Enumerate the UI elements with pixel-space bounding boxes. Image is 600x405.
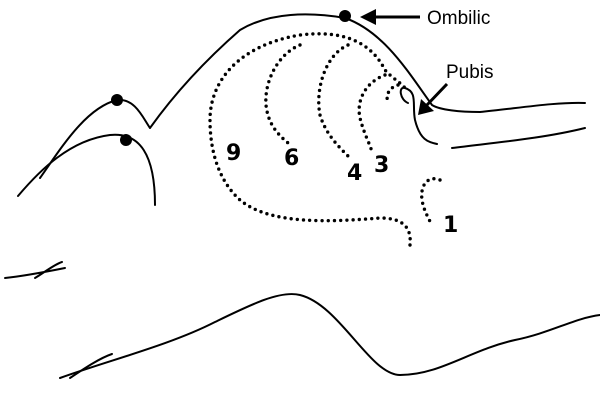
fundal-label-4: 4 — [347, 161, 362, 186]
thigh-line — [4, 261, 66, 279]
uterus-outline-4 — [317, 43, 352, 160]
ombilic-arrowhead — [360, 9, 376, 25]
ombilic-label: Ombilic — [427, 8, 490, 29]
nipple-dot-upper — [111, 94, 123, 106]
nipple-dot-lower — [120, 134, 132, 146]
fundal-label-3: 3 — [374, 153, 389, 178]
pubis-arrow — [424, 82, 449, 108]
body-outline — [39, 13, 586, 179]
pubis-outline — [399, 86, 438, 145]
body-outline-lower — [451, 127, 586, 149]
fundal-label-1: 1 — [443, 213, 458, 238]
fundal-label-9: 9 — [226, 141, 241, 166]
uterus-outline-3-inner — [385, 83, 400, 104]
uterus-outline-3 — [357, 73, 387, 154]
umbilicus-dot — [339, 10, 351, 22]
leg-outline-lower — [69, 353, 113, 379]
breast-outline — [17, 133, 156, 206]
pubis-arrowhead — [418, 99, 434, 115]
leg-outline — [59, 293, 600, 379]
uterus-outline-9 — [208, 32, 412, 247]
uterus-outline-1 — [420, 177, 442, 224]
fundal-label-6: 6 — [284, 146, 299, 171]
uterus-outline-6 — [264, 43, 302, 148]
pubis-label: Pubis — [446, 62, 494, 83]
